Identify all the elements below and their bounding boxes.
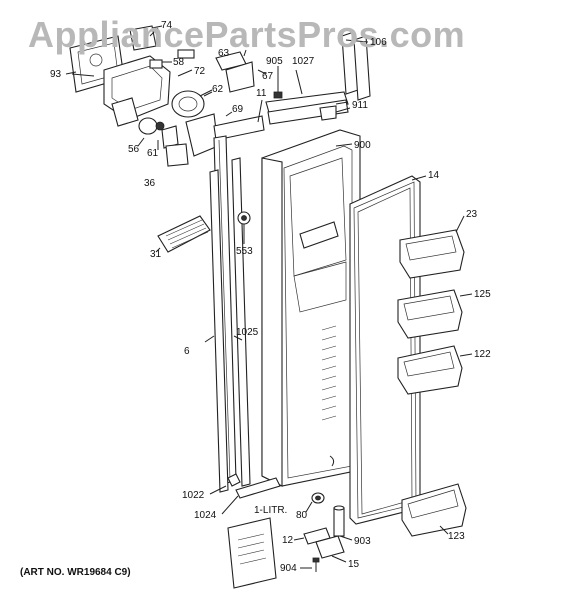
- callout-6: 6: [184, 346, 190, 357]
- callout-63: 63: [218, 48, 230, 59]
- watermark: AppliancePartsPros.com: [28, 14, 466, 55]
- callout-553: 553: [236, 246, 253, 257]
- solenoid-62: [171, 90, 213, 118]
- callout-80: 80: [296, 510, 308, 521]
- callout-72: 72: [194, 66, 206, 77]
- callout-905: 905: [266, 56, 283, 67]
- callout-36: 36: [144, 178, 156, 189]
- small-parts-58-72: [149, 49, 195, 77]
- callout-1024: 1024: [194, 510, 217, 521]
- manual-booklet: [227, 517, 277, 589]
- callout-56: 56: [128, 144, 140, 155]
- callout-58: 58: [173, 57, 185, 68]
- callout-14: 14: [428, 170, 440, 181]
- callout-74: 74: [161, 20, 173, 31]
- callout-125: 125: [474, 289, 491, 300]
- callout-69: 69: [232, 104, 244, 115]
- callout-67: 67: [262, 71, 274, 82]
- callout-61: 61: [147, 148, 159, 159]
- callout-15: 15: [348, 559, 360, 570]
- callout-903: 903: [354, 536, 371, 547]
- grille-31: [157, 215, 211, 253]
- top-trim-parts: [265, 66, 349, 125]
- door-bins: [397, 229, 467, 537]
- bracket-74: [129, 25, 163, 51]
- callout-1027: 1027: [292, 56, 315, 67]
- callout-1022: 1022: [182, 490, 205, 501]
- door-900: [261, 129, 361, 487]
- leader-lines: [71, 27, 473, 569]
- bottom-parts: [227, 473, 345, 572]
- trim-106: [341, 31, 371, 101]
- callout-23: 23: [466, 209, 478, 220]
- callout-1-litr: 1-LITR.: [254, 505, 288, 516]
- callout-93: 93: [50, 69, 62, 80]
- rails-6-1025: [204, 157, 251, 493]
- callout-12: 12: [282, 535, 294, 546]
- callout-62: 62: [212, 84, 224, 95]
- knob-553: [237, 211, 251, 225]
- gasket-14: [349, 175, 421, 525]
- callout-122: 122: [474, 349, 491, 360]
- callout-31: 31: [150, 249, 162, 260]
- callout-123: 123: [448, 531, 465, 542]
- callout-904: 904: [280, 563, 297, 574]
- callout-900: 900: [354, 140, 371, 151]
- door-ribs: [321, 325, 337, 421]
- callout-911: 911: [352, 100, 368, 111]
- bracket-63-67: [215, 49, 255, 93]
- art-number: (ART NO. WR19684 C9): [20, 567, 131, 578]
- callout-11: 11: [256, 88, 267, 99]
- callout-106: 106: [370, 37, 387, 48]
- callout-1025: 1025: [236, 327, 259, 338]
- parts-56-61-36-69: [137, 113, 219, 167]
